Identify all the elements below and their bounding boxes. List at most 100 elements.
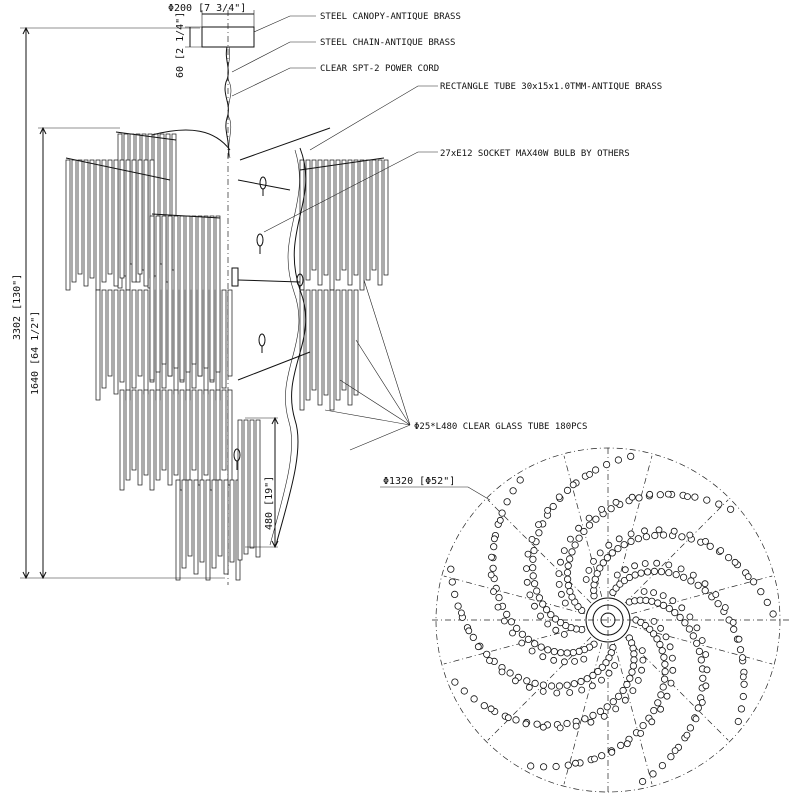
canopy-diameter-dimension: Φ200 [7 3/4"]: [168, 3, 255, 27]
glass-tube: [193, 479, 199, 575]
tube-end: [612, 705, 620, 713]
glass-tube: [181, 479, 187, 569]
tube-end: [563, 681, 571, 689]
tube-end: [524, 550, 532, 558]
glass-tube: [125, 159, 131, 291]
tube-end: [487, 571, 495, 579]
tube-end: [627, 537, 635, 546]
glass-tube: [175, 479, 181, 581]
callout-leaders: [231, 15, 438, 451]
glass-tube: [155, 215, 161, 373]
glass-tube: [113, 289, 119, 395]
tube-end: [657, 691, 665, 699]
tube-end: [623, 740, 631, 748]
tube-end: [672, 570, 680, 579]
tube-end: [563, 568, 572, 577]
tube-end: [620, 576, 629, 585]
glass-tube: [131, 159, 137, 283]
socket-callout: 27xE12 SOCKET MAX40W BULB BY OTHERS: [440, 149, 630, 159]
tube-end: [596, 564, 604, 572]
tube-end: [603, 703, 611, 711]
tube-end: [575, 524, 582, 532]
tube-end: [627, 530, 635, 538]
tube-end: [566, 555, 574, 563]
tube-end: [578, 686, 586, 694]
tube-end: [498, 509, 506, 517]
tube-end: [560, 631, 568, 638]
tube-end: [539, 723, 547, 731]
tube-end: [598, 663, 606, 671]
tube-end: [739, 692, 747, 701]
tube-end: [504, 714, 512, 722]
tube-end: [544, 620, 552, 628]
tube-end: [706, 542, 714, 550]
tube-end: [643, 568, 652, 576]
tube-end: [512, 716, 520, 724]
glass-tube: [77, 159, 83, 275]
tube-end: [596, 549, 604, 557]
tube-end: [469, 633, 477, 642]
tube-end: [535, 529, 543, 537]
tube-end: [503, 610, 511, 619]
glass-tube: [191, 215, 197, 365]
tube-end: [631, 571, 639, 579]
tube-end: [586, 470, 593, 478]
bulb: [256, 233, 264, 254]
tube-end: [512, 677, 519, 685]
tube-end: [631, 562, 638, 570]
tube-end: [602, 460, 611, 469]
tube-end: [657, 705, 664, 713]
bulb: [233, 448, 241, 470]
tube-end: [447, 565, 455, 573]
overall-height-dimension: 3302 [130"]: [12, 26, 225, 580]
tube-end: [665, 604, 673, 613]
tube-end: [702, 651, 710, 658]
tube-end: [564, 761, 572, 769]
tube-end: [487, 705, 495, 713]
tube-end: [555, 581, 563, 588]
glass-tube: [191, 389, 197, 471]
glass-tube: [305, 159, 311, 281]
tube-length-dimension: 480 [19"]: [245, 416, 279, 549]
chain: [224, 46, 230, 159]
tube-end: [490, 535, 498, 543]
tube-end: [653, 559, 661, 567]
twisted-ribbon: [275, 147, 307, 546]
tube-end: [665, 569, 673, 577]
tube-end: [589, 711, 597, 720]
tube-end: [734, 717, 742, 726]
glass-tube: [197, 389, 203, 486]
tube-end: [581, 715, 589, 723]
tube-end: [598, 752, 606, 760]
glass-tube: [223, 479, 229, 575]
radial-line: [631, 575, 773, 615]
tube-end: [566, 587, 574, 596]
tube-end: [542, 606, 551, 614]
tube-end: [537, 643, 545, 651]
top-diameter-label: Φ1320 [Φ52"]: [383, 476, 455, 487]
tube-end: [535, 521, 542, 528]
tube-end: [451, 590, 459, 599]
power-cord: [227, 46, 232, 159]
tube-end: [553, 689, 561, 697]
tube-end: [663, 692, 671, 700]
tube-end: [582, 576, 590, 583]
tube-end: [665, 561, 673, 569]
tube-end: [630, 656, 638, 664]
glass-tube: [237, 419, 243, 561]
tube-end: [694, 581, 702, 589]
radial-line: [613, 643, 653, 785]
glass-tube: [347, 289, 353, 406]
tube-end: [567, 535, 574, 543]
tube-end: [628, 493, 636, 501]
tube-end: [585, 521, 594, 529]
spiral-arm: [527, 616, 677, 771]
tube-end: [533, 720, 541, 728]
glass-tube: [377, 159, 383, 286]
tube-end: [531, 602, 538, 610]
body-height-dimension: 1640 [64 1/2"]: [30, 126, 120, 580]
spiral-arm: [451, 634, 647, 732]
glass-tube: [353, 159, 359, 276]
glass-tube: [143, 289, 149, 395]
tube-end: [676, 613, 684, 622]
